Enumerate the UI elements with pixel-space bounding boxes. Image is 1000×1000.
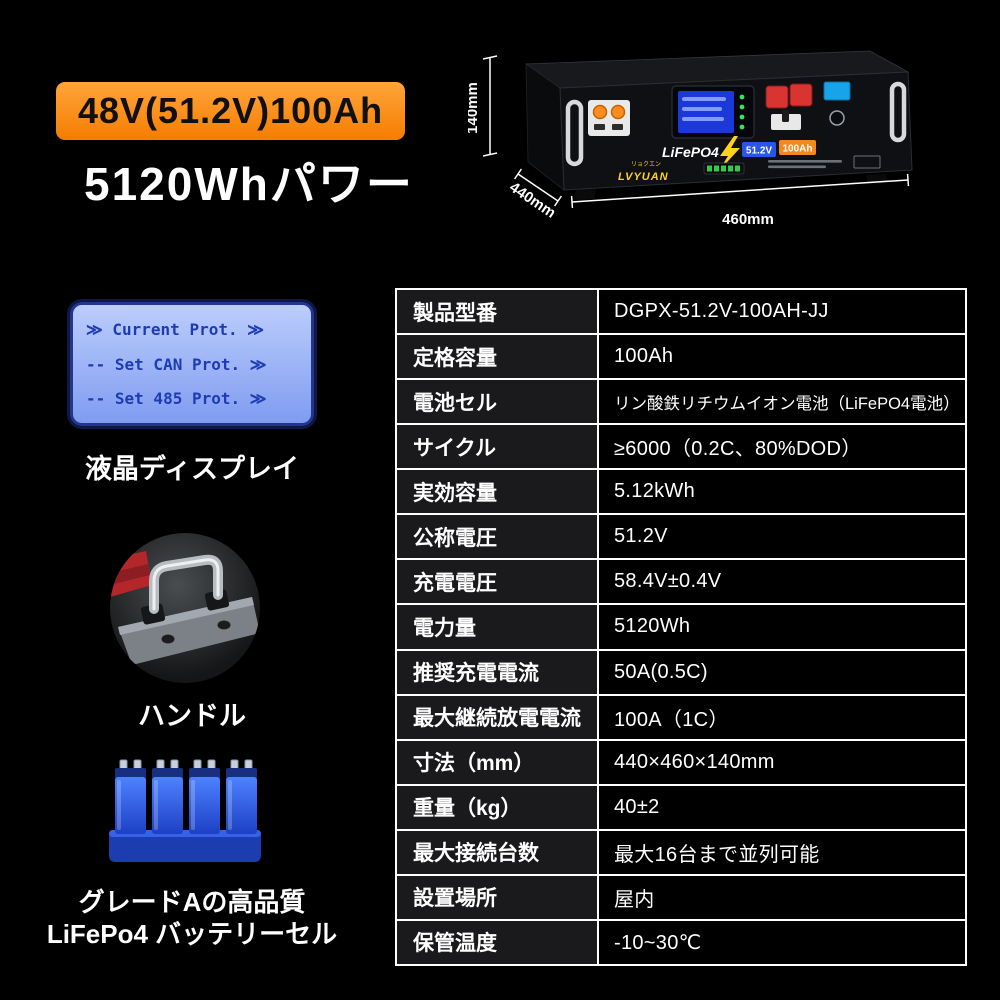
cell [115,759,146,834]
spec-label: 重量（kg） [397,785,599,829]
handle-photo [110,533,260,683]
spec-label: 推奨充電電流 [397,650,599,694]
spec-value: 5120Wh [614,615,691,638]
spec-label: 設置場所 [397,875,599,919]
dimension-depth-label: 440mm [506,179,558,222]
spec-label: 寸法（mm） [397,740,599,784]
table-row: 寸法（mm） 440×460×140mm [397,738,965,784]
battery-product-image: 140mm [464,50,913,228]
table-row: 実効容量 5.12kWh [397,468,965,514]
metal-plate [118,597,260,665]
spec-value: 51.2V [614,525,668,548]
spec-label: 製品型番 [397,290,599,334]
front-panel-details: LiFePO4 51.2V 100Ah リョクエン LVYUAN [565,81,907,183]
lcd-line-2: -- Set CAN Prot. ≫ [86,354,267,374]
spec-value: 440×460×140mm [614,750,775,773]
table-row: 保管温度 -10~30℃ [397,918,965,964]
table-row: 充電電圧 58.4V±0.4V [397,558,965,604]
spec-value: ≥6000（0.2C、80%DOD） [614,438,862,461]
brand-label: LVYUAN [618,171,669,183]
product-photo: 140mm [464,44,938,239]
spec-label: 電力量 [397,605,599,649]
spec-value: 屋内 [614,888,655,911]
cell-base-top [109,830,261,837]
handle-caption: ハンドル [138,701,246,731]
cells-caption-line2: LiFePo4 バッテリーセル [46,919,338,949]
right-handle [889,81,907,143]
table-row: 最大継続放電電流 100A（1C） [397,693,965,739]
spec-label: 実効容量 [397,470,599,514]
lcd-caption: 液晶ディスプレイ [84,454,300,484]
cell [226,759,257,834]
spec-value: 58.4V±0.4V [614,570,722,593]
table-row: 電池セル リン酸鉄リチウムイオン電池（LiFePO4電池） [397,378,965,424]
voltage-badge-bg [742,142,776,157]
table-row: サイクル ≥6000（0.2C、80%DOD） [397,423,965,469]
cell [152,759,183,834]
cells-image [109,759,261,862]
table-row: 電力量 5120Wh [397,603,965,649]
spec-value: DGPX-51.2V-100AH-JJ [614,300,829,323]
spec-label: 最大継続放電電流 [397,695,599,739]
breaker-block [765,83,813,130]
voltage-badge-label: 51.2V [746,146,772,157]
table-row: 重量（kg） 40±2 [397,783,965,829]
table-row: 推奨充電電流 50A(0.5C) [397,648,965,694]
handle-mounts [140,589,230,625]
spec-value: 最大16台まで並列可能 [614,843,820,866]
lcd-line-1: ≫ Current Prot. ≫ [86,320,264,339]
dimension-width-label: 460mm [722,211,774,228]
spec-value: リン酸鉄リチウムイオン電池（LiFePO4電池） [614,394,960,413]
brand-sub-label: リョクエン [631,161,661,168]
battery-cells-illustration [105,752,265,870]
label-fine-print [768,155,881,169]
spec-value: 50A(0.5C) [614,660,708,683]
dimension-depth-line [513,168,563,207]
power-headline: 5120Whパワー [84,158,414,210]
spec-value: 100A（1C） [614,708,729,731]
table-row: 定格容量 100Ah [397,333,965,379]
spec-label: 定格容量 [397,335,599,379]
spec-label: 充電電圧 [397,560,599,604]
capacity-badge: 48V(51.2V)100Ah [56,82,406,140]
spec-value: 5.12kWh [614,480,696,503]
spec-label: 公称電圧 [397,515,599,559]
table-row: 設置場所 屋内 [397,873,965,919]
spec-value: 100Ah [614,345,674,368]
dimension-height-label: 140mm [468,82,481,134]
lcd-screen-small [671,85,755,139]
spec-table: 製品型番 DGPX-51.2V-100AH-JJ 定格容量 100Ah 電池セル… [395,288,967,966]
lightning-icon [718,136,740,172]
cell-base [109,830,261,862]
cell [189,759,220,834]
dimension-height-line [482,55,498,157]
battery-meter [703,162,745,175]
left-handle [565,99,584,167]
power-button [829,110,845,126]
table-row: 製品型番 DGPX-51.2V-100AH-JJ [397,290,965,334]
terminal-block [588,100,630,136]
table-row: 公称電圧 51.2V [397,513,965,559]
handle-image [110,551,260,665]
cell-group [115,759,257,834]
handle-bar [149,554,223,614]
spec-label: 保管温度 [397,920,599,964]
capacity-badge-bg [779,140,816,155]
capacity-badge-label: 100Ah [782,144,812,155]
spec-label: サイクル [397,425,599,469]
bluetooth-screen [823,81,851,126]
cells-caption-line1: グレードAの高品質 [78,887,306,917]
lcd-display: ≫ Current Prot. ≫ -- Set CAN Prot. ≫ -- … [70,302,314,426]
spec-value: 40±2 [614,795,660,818]
spec-label: 電池セル [397,380,599,424]
table-row: 最大接続台数 最大16台まで並列可能 [397,828,965,874]
lcd-line-3: -- Set 485 Prot. ≫ [86,389,267,408]
spec-label: 最大接続台数 [397,830,599,874]
dimension-width-line [570,173,910,209]
series-label: LiFePO4 [662,144,719,160]
red-cell-part [110,551,152,597]
spec-value: -10~30℃ [614,931,702,954]
